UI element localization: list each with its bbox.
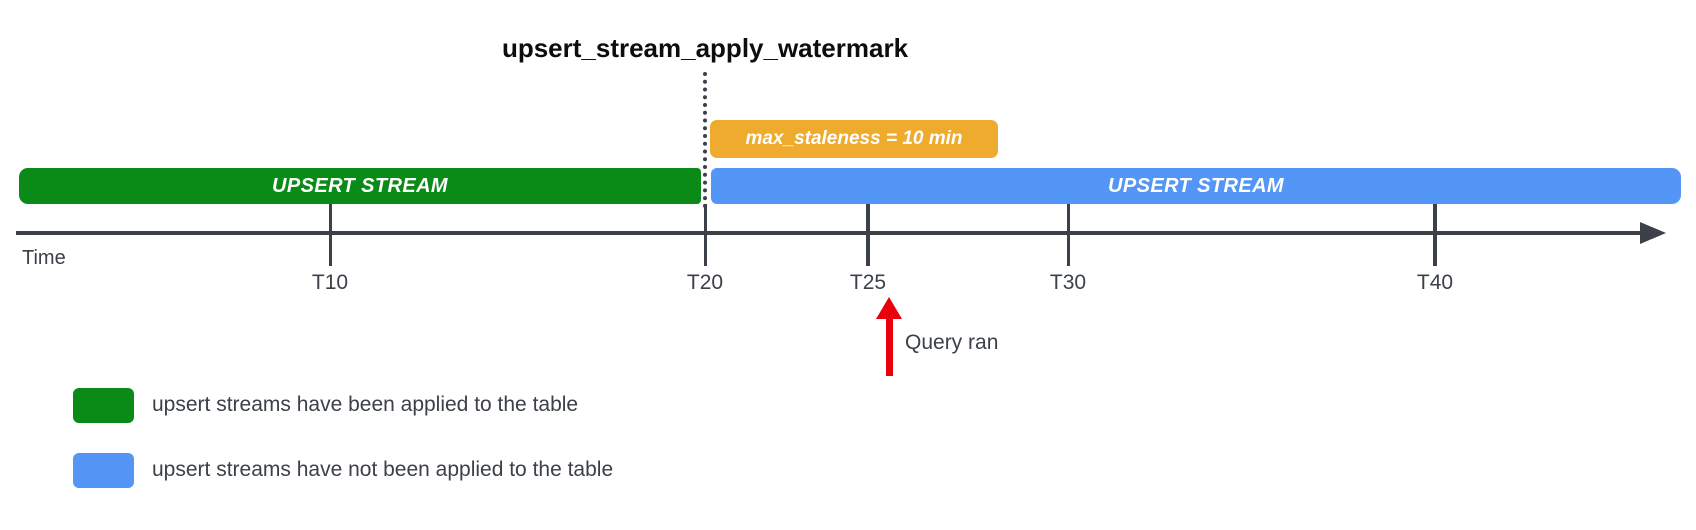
- axis-tick-label-t40: T40: [1416, 271, 1454, 294]
- axis-tick-label-t20: T20: [686, 271, 724, 294]
- legend-swatch-applied: [73, 388, 134, 423]
- max-staleness-label: max_staleness = 10 min: [745, 128, 963, 149]
- max-staleness-bar: max_staleness = 10 min: [710, 120, 998, 158]
- applied-upsert-stream-bar: UPSERT STREAM: [19, 168, 701, 204]
- axis-tick-t30: [1066, 204, 1070, 266]
- applied-upsert-stream-label: UPSERT STREAM: [272, 174, 448, 197]
- time-axis-arrow-icon: [1640, 222, 1666, 244]
- axis-tick-label-t10: T10: [311, 271, 349, 294]
- watermark-dotted-line: [703, 72, 707, 208]
- axis-tick-t25: [866, 204, 870, 266]
- unapplied-upsert-stream-bar: UPSERT STREAM: [711, 168, 1681, 204]
- unapplied-upsert-stream-label: UPSERT STREAM: [1108, 174, 1284, 197]
- axis-tick-t10: [328, 204, 332, 266]
- page-title: upsert_stream_apply_watermark: [501, 33, 909, 63]
- query-ran-label: Query ran: [905, 331, 999, 354]
- legend-swatch-unapplied: [73, 453, 134, 488]
- axis-tick-label-t25: T25: [849, 271, 887, 294]
- time-axis-label: Time: [22, 247, 66, 269]
- query-ran-arrow-shaft-icon: [886, 312, 893, 376]
- query-ran-arrow-head-icon: [876, 297, 902, 319]
- time-axis-line: [16, 231, 1644, 235]
- legend-label-unapplied: upsert streams have not been applied to …: [152, 458, 614, 481]
- axis-tick-t20: [703, 204, 707, 266]
- axis-tick-label-t30: T30: [1049, 271, 1087, 294]
- axis-tick-t40: [1433, 204, 1437, 266]
- legend-label-applied: upsert streams have been applied to the …: [152, 393, 579, 416]
